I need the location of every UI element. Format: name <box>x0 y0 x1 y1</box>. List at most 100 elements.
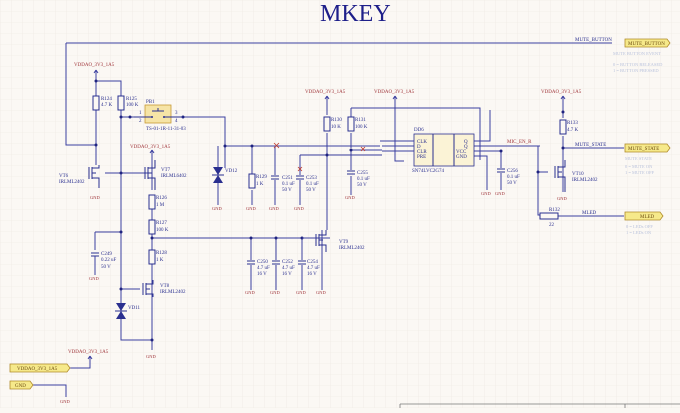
svg-text:IRLML6402: IRLML6402 <box>161 174 187 179</box>
svg-text:100 K: 100 K <box>156 228 169 233</box>
capacitor-c254: C254 4.7 uF 16 V <box>298 260 320 277</box>
title-block-border <box>399 403 680 408</box>
switch-pb1[interactable]: PB1 TS-01-1R-11-31-03 1 2 3 4 <box>134 100 186 132</box>
transistor-vt10: VT10 IRLML2402 <box>554 160 598 192</box>
capacitor-c249: C249 0.22 uF 50 V <box>91 252 117 275</box>
svg-text:R129: R129 <box>256 175 267 180</box>
power-symbol-2: VDDAO_3V3_1A5 <box>130 145 171 154</box>
svg-text:GND: GND <box>246 206 256 211</box>
svg-text:VDDAO_3V3_1A5: VDDAO_3V3_1A5 <box>541 90 582 95</box>
svg-text:R128: R128 <box>156 251 167 256</box>
svg-text:C254: C254 <box>307 260 318 265</box>
power-symbol-4: VDDAO_3V3_1A5 <box>374 90 415 100</box>
svg-text:GND: GND <box>15 384 26 389</box>
svg-text:16 V: 16 V <box>282 272 292 277</box>
resistor-r129: R129 1 K <box>248 173 267 189</box>
transistor-vt6: VT6 IRLML2402 <box>59 165 100 188</box>
svg-text:0.1 uF: 0.1 uF <box>357 177 370 182</box>
svg-text:GND: GND <box>89 276 99 281</box>
gnd-c256: GND <box>495 191 505 196</box>
svg-text:R125: R125 <box>126 97 137 102</box>
svg-text:VT7: VT7 <box>161 168 171 173</box>
power-symbol-6: VDDAO_3V3_1A5 <box>68 350 109 360</box>
svg-text:1 = LEDs ON: 1 = LEDs ON <box>626 230 652 235</box>
svg-text:CLK: CLK <box>417 140 427 145</box>
diode-vd12: VD12 <box>212 167 238 183</box>
power-symbol-3: VDDAO_3V3_1A5 <box>305 90 346 100</box>
svg-text:R132: R132 <box>549 208 560 213</box>
svg-text:VDDAO_3V3_1A5: VDDAO_3V3_1A5 <box>130 145 171 150</box>
svg-text:GND: GND <box>481 191 491 196</box>
port-mute-button[interactable]: MUTE_BUTTON MUTE BUTTON EVENT 0 = BUTTON… <box>613 38 671 73</box>
svg-text:0.1 uF: 0.1 uF <box>282 182 295 187</box>
svg-text:1 K: 1 K <box>256 182 264 187</box>
net-label-mled: MLED <box>582 211 597 216</box>
resistor-r124: R124 4.7 K <box>92 95 113 111</box>
svg-text:0 = BUTTON RELEASED: 0 = BUTTON RELEASED <box>613 62 663 67</box>
svg-text:R131: R131 <box>355 118 366 123</box>
svg-text:Q: Q <box>464 145 468 150</box>
svg-text:VDDAO_3V3_1A5: VDDAO_3V3_1A5 <box>374 90 415 95</box>
svg-text:3: 3 <box>175 111 178 116</box>
svg-text:PB1: PB1 <box>146 100 155 105</box>
svg-text:VT8: VT8 <box>160 284 170 289</box>
svg-text:GND: GND <box>146 354 156 359</box>
svg-text:D: D <box>417 145 421 150</box>
svg-text:C253: C253 <box>306 176 317 181</box>
svg-text:GND: GND <box>345 195 355 200</box>
transistor-vt7: VT7 IRLML6402 <box>144 160 187 190</box>
svg-text:100 K: 100 K <box>126 103 139 108</box>
capacitor-c251: C251 0.1 uF 50 V <box>271 175 295 193</box>
svg-text:50 V: 50 V <box>306 188 316 193</box>
gnd-vt9: GND <box>316 290 326 295</box>
svg-text:VDDAO_3V3_1A5: VDDAO_3V3_1A5 <box>17 367 58 372</box>
gnd-c255: GND <box>345 195 355 200</box>
svg-text:VCC: VCC <box>456 150 467 155</box>
svg-text:0.1 uF: 0.1 uF <box>306 182 319 187</box>
svg-text:R133: R133 <box>567 121 578 126</box>
svg-text:CLR: CLR <box>417 150 427 155</box>
svg-text:1: 1 <box>139 111 142 116</box>
svg-text:IRLML2402: IRLML2402 <box>339 246 365 251</box>
svg-text:4: 4 <box>175 119 178 124</box>
capacitor-c252: C252 4.7 uF 16 V <box>272 260 295 277</box>
resistor-r130: R130 10 K <box>323 116 342 132</box>
svg-text:0.22 uF: 0.22 uF <box>101 258 117 263</box>
svg-text:0 = LEDs OFF: 0 = LEDs OFF <box>626 224 653 229</box>
svg-text:C249: C249 <box>101 252 112 257</box>
svg-text:R127: R127 <box>156 221 167 226</box>
svg-text:4.7 uF: 4.7 uF <box>282 266 295 271</box>
svg-text:4.7 uF: 4.7 uF <box>307 266 320 271</box>
gnd-c249: GND <box>89 276 99 281</box>
svg-text:1 M: 1 M <box>156 203 165 208</box>
port-vddao[interactable]: VDDAO_3V3_1A5 <box>9 363 71 373</box>
port-mled[interactable]: MLED 0 = LEDs OFF 1 = LEDs ON <box>624 211 664 235</box>
port-gnd[interactable]: GND <box>9 380 34 390</box>
gnd-vd12: GND <box>212 206 222 211</box>
no-connect-markers <box>273 142 366 172</box>
resistor-r126: R126 1 M <box>148 194 167 210</box>
svg-text:MUTE STATE: MUTE STATE <box>625 156 652 161</box>
svg-text:16 V: 16 V <box>257 272 267 277</box>
svg-text:MUTE BUTTON EVENT: MUTE BUTTON EVENT <box>613 51 661 56</box>
sheet-title: MKEY <box>320 1 391 27</box>
svg-text:4.7 uF: 4.7 uF <box>257 266 270 271</box>
gnd-c253: GND <box>294 206 304 211</box>
svg-text:4.7 K: 4.7 K <box>567 128 579 133</box>
svg-text:C250: C250 <box>257 260 268 265</box>
svg-text:2: 2 <box>139 119 142 124</box>
power-symbol-1: VDDAO_3V3_1A5 <box>74 63 115 74</box>
svg-text:0.1 uF: 0.1 uF <box>507 175 520 180</box>
svg-text:GND: GND <box>495 191 505 196</box>
gnd-c252: GND <box>270 290 280 295</box>
svg-text:C255: C255 <box>357 171 368 176</box>
svg-text:1 = BUTTON PRESSED: 1 = BUTTON PRESSED <box>613 68 659 73</box>
port-mute-state[interactable]: MUTE_STATE MUTE STATE 0 = MUTE ON 1 = MU… <box>624 143 671 175</box>
resistor-r133: R133 4.7 K <box>559 119 579 135</box>
resistor-r131: R131 100 K <box>347 116 368 132</box>
gnd-c251: GND <box>269 206 279 211</box>
svg-text:10 K: 10 K <box>331 125 341 130</box>
svg-text:GND: GND <box>212 206 222 211</box>
svg-text:100 K: 100 K <box>355 125 368 130</box>
